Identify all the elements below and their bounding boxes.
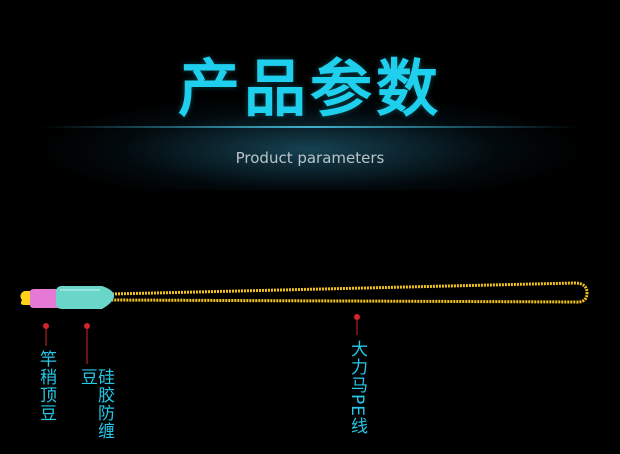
tip-bead (20, 291, 32, 305)
marker-silicone (84, 323, 90, 364)
page-title: 产品参数 (177, 52, 442, 125)
label-silicone-bead: 硅胶防缠豆 (77, 368, 114, 440)
page-subtitle: Product parameters (235, 149, 385, 167)
label-rod-tip-bead: 竿稍顶豆 (36, 350, 56, 422)
silicone-bead (56, 286, 114, 309)
pe-line (111, 281, 589, 304)
glow-divider (40, 126, 580, 128)
marker-pe-line (354, 314, 360, 335)
label-pe-line: 大力马PE线 (347, 340, 367, 435)
header-banner (0, 0, 620, 190)
rod-tip-bead (30, 289, 58, 308)
marker-rod-tip (43, 323, 49, 346)
